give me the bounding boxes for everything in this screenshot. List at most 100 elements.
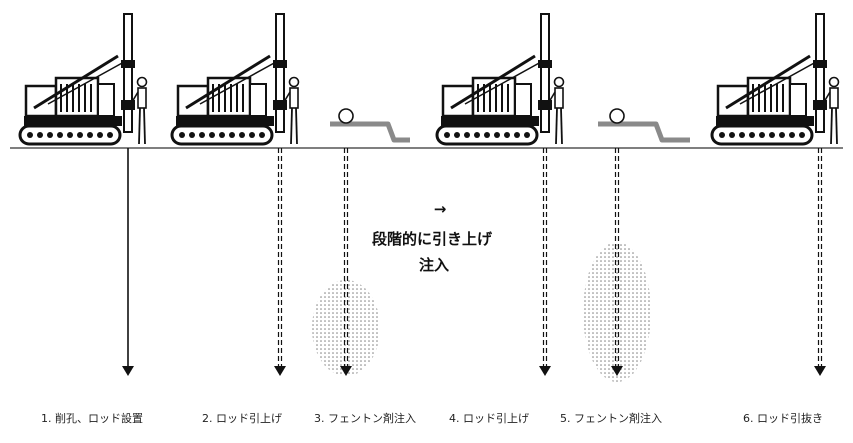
worker-head [288, 76, 300, 88]
housing-left [441, 84, 475, 118]
track-wheel [464, 132, 470, 138]
worker-head [136, 76, 148, 88]
mast-clamp-top [538, 60, 552, 68]
mast-clamp-top [813, 60, 827, 68]
step-3 [312, 108, 410, 376]
cab [514, 83, 532, 117]
track-wheel [47, 132, 53, 138]
boom [450, 54, 536, 110]
track-wheel [209, 132, 215, 138]
boom-brace [199, 61, 277, 105]
cab [97, 83, 115, 117]
platform [176, 116, 274, 126]
step-2-caption: 2. ロッド引上げ [202, 411, 282, 425]
track-wheel [77, 132, 83, 138]
mast [540, 13, 550, 133]
track-wheel [107, 132, 113, 138]
track-wheel [444, 132, 450, 138]
track-wheel [67, 132, 73, 138]
drum-circle [338, 108, 354, 124]
track-wheel [219, 132, 225, 138]
step-4-caption: 4. ロッド引上げ [449, 411, 529, 425]
track-wheel [719, 132, 725, 138]
track-wheel [87, 132, 93, 138]
step-5-caption: 5. フェントン剤注入 [560, 411, 662, 425]
fenton-plume [583, 242, 651, 382]
track-wheel [229, 132, 235, 138]
center-note-line2: 注入 [419, 256, 449, 274]
step-3-caption: 3. フェントン剤注入 [314, 411, 416, 425]
boom-brace [47, 61, 125, 105]
injection-pipe [330, 121, 410, 143]
boom [33, 54, 119, 110]
boom [185, 54, 271, 110]
track-wheel [474, 132, 480, 138]
injection-pipe [598, 121, 690, 143]
track-wheel [779, 132, 785, 138]
fenton-plume [312, 280, 380, 376]
track-wheel [769, 132, 775, 138]
track-wheel [189, 132, 195, 138]
step-1 [18, 13, 148, 376]
track-wheel [259, 132, 265, 138]
boom-brace [739, 61, 817, 105]
track-wheel [524, 132, 530, 138]
track-wheel [729, 132, 735, 138]
housing-left [716, 84, 750, 118]
rod-arrow-head [340, 366, 352, 376]
mast-clamp-bottom [813, 100, 827, 110]
mast-clamp-bottom [273, 100, 287, 110]
worker-arm [548, 91, 556, 103]
rod-arrow-head [539, 366, 551, 376]
track-wheel [179, 132, 185, 138]
cab [249, 83, 267, 117]
worker-leg-left [555, 107, 558, 145]
track-wheel [37, 132, 43, 138]
worker-body [289, 87, 299, 109]
step-6 [710, 13, 840, 376]
track-wheel [749, 132, 755, 138]
worker-body [554, 87, 564, 109]
worker-arm [823, 91, 831, 103]
mast-clamp-top [121, 60, 135, 68]
platform [441, 116, 539, 126]
rod-arrow-head [814, 366, 826, 376]
track-wheel [504, 132, 510, 138]
track-wheel [57, 132, 63, 138]
step-2 [170, 13, 300, 376]
track-wheel [484, 132, 490, 138]
mast [123, 13, 133, 133]
track-wheel [739, 132, 745, 138]
worker-head [828, 76, 840, 88]
track-wheel [799, 132, 805, 138]
worker-head [553, 76, 565, 88]
worker-body [137, 87, 147, 109]
mast-clamp-bottom [538, 100, 552, 110]
step-5 [583, 108, 690, 382]
worker-leg-left [138, 107, 141, 145]
track-wheel [789, 132, 795, 138]
cab [789, 83, 807, 117]
step-6-caption: 6. ロッド引抜き [743, 411, 823, 425]
center-note-line1: 段階的に引き上げ [372, 230, 493, 248]
worker-arm [283, 91, 291, 103]
center-arrow: → [434, 200, 447, 218]
worker-leg-right [560, 107, 563, 145]
mast-clamp-top [273, 60, 287, 68]
rod-arrow-head [274, 366, 286, 376]
track-wheel [199, 132, 205, 138]
housing-left [24, 84, 58, 118]
platform [24, 116, 122, 126]
drum-circle [609, 108, 625, 124]
boom-brace [464, 61, 542, 105]
worker-arm [131, 91, 139, 103]
mast [815, 13, 825, 133]
step-1-caption: 1. 削孔、ロッド設置 [41, 411, 143, 425]
worker-leg-right [295, 107, 298, 145]
step-4 [435, 13, 565, 376]
boom [725, 54, 811, 110]
mast [275, 13, 285, 133]
track-wheel [494, 132, 500, 138]
